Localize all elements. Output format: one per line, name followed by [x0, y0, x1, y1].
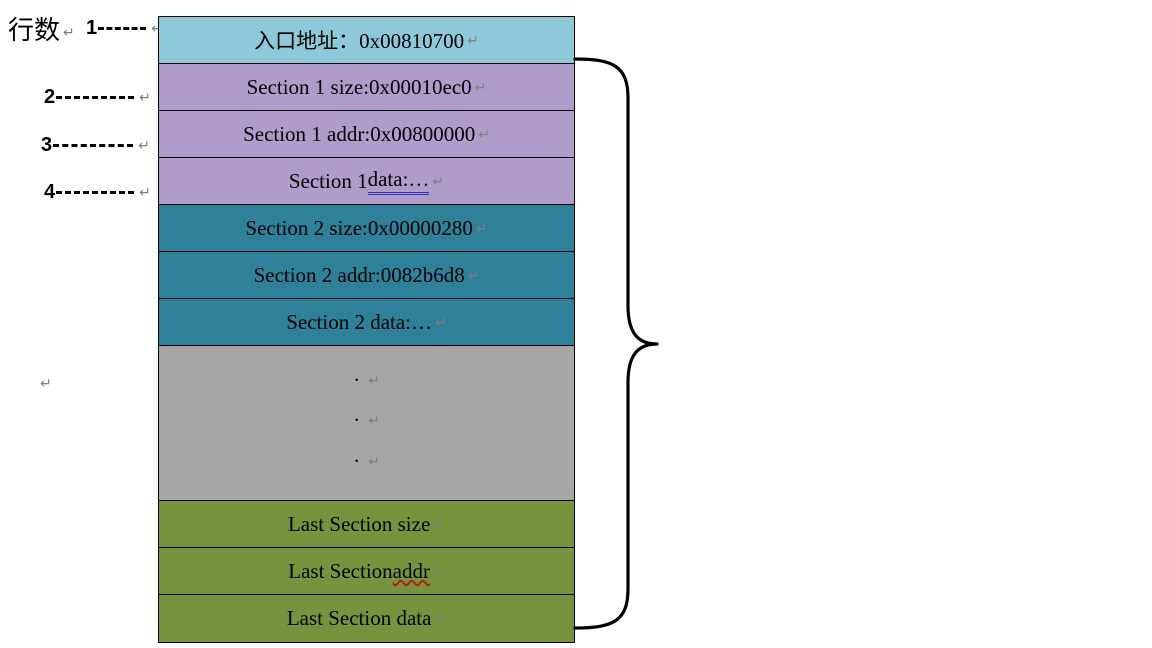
right-curly-brace [573, 56, 663, 631]
pilcrow-mark: ↵ [138, 136, 150, 153]
stack-row-last-section-addr[interactable]: Last Section addr↵ [159, 548, 574, 595]
stack-row-section2-addr[interactable]: Section 2 addr:0082b6d8↵ [159, 252, 574, 299]
pilcrow-mark: ↵ [368, 453, 380, 470]
stack-row-label: Section 1 addr:0x00800000 [243, 121, 476, 146]
stack-row-label-marked: data:… [367, 167, 430, 195]
pilcrow-mark: ↵ [467, 266, 480, 283]
ellipsis-dot-glyph: · [353, 408, 361, 433]
row-marker-2: 2 ↵ [44, 84, 151, 110]
row-marker-3-number: 3 [41, 134, 53, 156]
pilcrow-mark: ↵ [63, 24, 75, 40]
stack-row-ellipsis[interactable]: ·↵ ·↵ ·↵ [159, 346, 574, 501]
ellipsis-dot-glyph: · [353, 449, 361, 474]
stack-row-label: Last Section size [287, 511, 431, 536]
row-marker-2-dashed-line [56, 95, 135, 99]
pilcrow-mark: ↵ [139, 183, 151, 200]
stack-row-section2-data[interactable]: Section 2 data:…↵ [159, 299, 574, 346]
stack-row-label: 入口地址：0x00810700 [254, 29, 465, 53]
ellipsis-dot-3: ·↵ [353, 451, 380, 472]
row-marker-1-number: 1 [86, 17, 98, 39]
stack-row-label: Section 2 addr:0082b6d8 [253, 262, 465, 287]
row-marker-1: 1 ↵ [86, 15, 163, 41]
row-marker-4-number: 4 [44, 181, 56, 203]
row-marker-1-dashed-line [98, 26, 147, 30]
pilcrow-mark: ↵ [435, 313, 447, 330]
row-count-legend: 行数↵ [8, 8, 158, 48]
row-marker-4-dashed-line [56, 190, 135, 194]
stack-row-section2-size[interactable]: Section 2 size:0x00000280↵ [159, 205, 574, 252]
stack-row-label: Section 1 [288, 168, 368, 193]
pilcrow-mark: ↵ [432, 172, 445, 189]
pilcrow-mark: ↵ [434, 610, 447, 626]
row-marker-4: 4 ↵ [44, 179, 151, 205]
pilcrow-mark: ↵ [139, 88, 151, 105]
row-marker-3-dashed-line [53, 143, 134, 147]
stack-row-label: Last Section data [286, 606, 432, 630]
pilcrow-mark: ↵ [478, 125, 490, 142]
legend-title-text: 行数 [8, 16, 61, 45]
row-marker-3: 3 ↵ [41, 132, 150, 158]
ellipsis-dot-1: ·↵ [353, 367, 380, 392]
stack-row-label: Last Section [288, 558, 393, 583]
ellipsis-dot-2: ·↵ [353, 410, 380, 431]
stack-row-last-section-data[interactable]: Last Section data↵ [159, 595, 574, 642]
row-marker-2-number: 2 [44, 86, 56, 108]
pilcrow-mark: ↵ [475, 219, 488, 236]
memory-layout-stack: 入口地址：0x00810700↵ Section 1 size:0x00010e… [158, 16, 575, 643]
pilcrow-mark: ↵ [433, 515, 446, 532]
curly-brace-icon [573, 57, 659, 630]
pilcrow-mark: ↵ [433, 562, 445, 579]
ellipsis-dot-glyph: · [353, 367, 361, 392]
stack-row-section1-data[interactable]: Section 1 data:…↵ [159, 158, 574, 205]
pilcrow-mark: ↵ [474, 78, 487, 95]
stack-row-label: Section 1 size:0x00010ec0 [246, 74, 472, 99]
stack-row-label: Section 2 size:0x00000280 [245, 215, 473, 240]
stack-row-entry-address[interactable]: 入口地址：0x00810700↵ [159, 17, 574, 64]
stack-row-label: Section 2 data:… [286, 309, 433, 334]
pilcrow-mark: ↵ [40, 375, 52, 391]
pilcrow-mark: ↵ [151, 19, 163, 36]
stack-row-section1-size[interactable]: Section 1 size:0x00010ec0↵ [159, 64, 574, 111]
stack-row-last-section-size[interactable]: Last Section size↵ [159, 501, 574, 548]
pilcrow-mark: ↵ [368, 371, 380, 388]
stack-row-label-marked: addr [392, 558, 430, 583]
legend-title: 行数↵ [8, 10, 75, 47]
pilcrow-mark: ↵ [368, 412, 380, 429]
pilcrow-mark: ↵ [467, 31, 479, 48]
stack-row-section1-addr[interactable]: Section 1 addr:0x00800000↵ [159, 111, 574, 158]
